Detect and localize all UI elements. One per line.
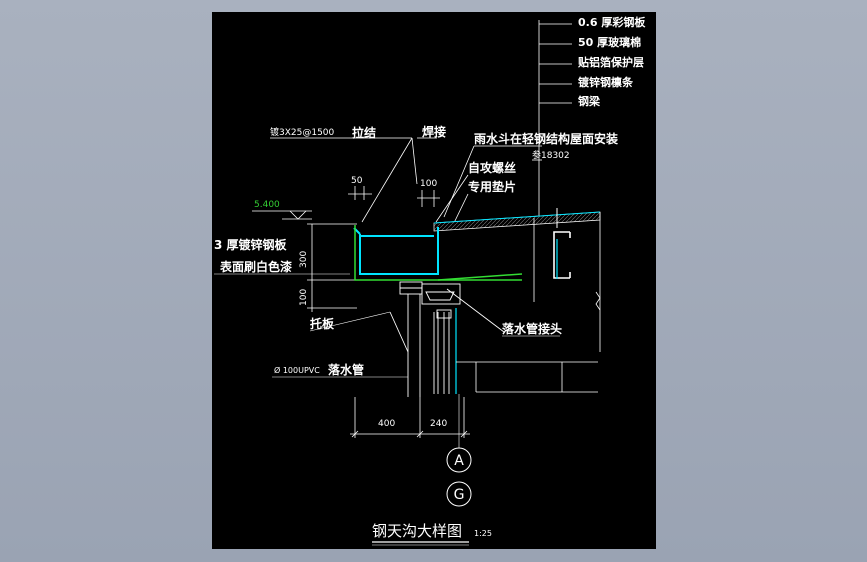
gutter-lining <box>354 225 523 281</box>
drawing-scale: 1:25 <box>474 529 492 538</box>
layer-label-glass-wool: 50 厚玻璃棉 <box>578 35 641 49</box>
tie-bar-label: 拉结 <box>352 125 376 140</box>
dim-300-label: 300 <box>299 251 309 268</box>
grid-bubble-a: A <box>446 447 472 473</box>
plate-label-line1: 3 厚镀锌钢板 <box>214 237 288 252</box>
layer-leaders <box>538 20 572 217</box>
bolt-spec-label: 镀3X25@1500 <box>270 126 335 138</box>
drawing-title: 钢天沟大样图 <box>372 522 462 540</box>
c-purlin <box>553 231 571 279</box>
plate-label-line2: 表面刷白色漆 <box>219 259 292 274</box>
layer-labels: 0.6 厚彩钢板 50 厚玻璃棉 贴铝箔保护层 镀锌钢檩条 钢梁 <box>577 15 646 108</box>
welding-label: 焊接 <box>422 124 446 139</box>
vertical-dimension <box>307 223 357 312</box>
bracket-leader <box>309 311 391 332</box>
gutter-detail-drawing: 0.6 厚彩钢板 50 厚玻璃棉 贴铝箔保护层 镀锌钢檩条 钢梁 镀3X25@1… <box>214 15 646 546</box>
roof-panel <box>433 208 601 302</box>
downpipe <box>389 294 421 397</box>
support-bracket <box>399 281 505 333</box>
grid-g-label: G <box>454 487 465 503</box>
elevation-marker <box>252 210 312 220</box>
dim-240-label: 240 <box>430 419 447 429</box>
wall-section <box>456 361 598 393</box>
screw-label-line2: 专用垫片 <box>468 179 516 194</box>
drain-note-label: 雨水斗在轻钢结构屋面安装 <box>474 131 618 146</box>
dim-50-label: 50 <box>351 176 363 186</box>
layer-label-steel-sheet: 0.6 厚彩钢板 <box>578 15 646 29</box>
bottom-dimension <box>350 397 470 438</box>
downpipe-label: 落水管 <box>328 362 364 377</box>
bracket-label: 托板 <box>310 316 335 331</box>
drain-ref-label: 参18302 <box>532 149 570 161</box>
dim-400-label: 400 <box>378 419 395 429</box>
screw-label-line1: 自攻螺丝 <box>468 160 516 175</box>
dim-100-top-label: 100 <box>420 179 437 189</box>
layer-label-beam: 钢梁 <box>578 94 601 108</box>
break-symbol <box>595 291 601 311</box>
grid-a-label: A <box>454 453 464 469</box>
column <box>433 309 452 394</box>
pipe-spec-label: Ø 100UPVC <box>274 365 320 375</box>
layer-label-purlin: 镀锌钢檩条 <box>578 75 634 89</box>
outlet-label: 落水管接头 <box>502 321 562 336</box>
layer-label-foil: 贴铝箔保护层 <box>577 55 644 69</box>
cad-viewport[interactable]: 0.6 厚彩钢板 50 厚玻璃棉 贴铝箔保护层 镀锌钢檩条 钢梁 镀3X25@1… <box>212 12 656 549</box>
dim-100-side-label: 100 <box>299 289 309 306</box>
elevation-label: 5.400 <box>254 200 280 210</box>
steel-gutter <box>353 227 439 275</box>
small-dimension-lines <box>348 186 440 207</box>
grid-bubble-g: G <box>446 481 472 507</box>
